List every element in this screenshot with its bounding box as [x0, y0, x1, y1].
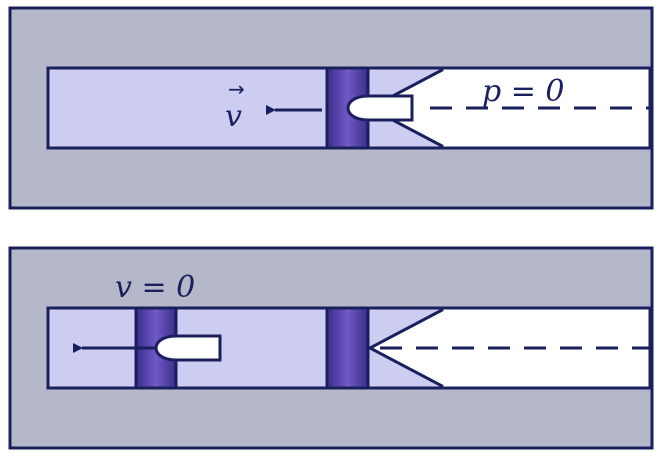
top-velocity-label: v: [225, 99, 242, 134]
bottom-cone-outline: [366, 308, 444, 388]
bottom-velocity-label: v = 0: [115, 270, 195, 305]
top-velocity-vector-mark: →: [228, 77, 245, 101]
top-pressure-label: p = 0: [482, 74, 565, 109]
bottom-panel: v = 0: [8, 246, 654, 450]
top-panel: v → p = 0: [8, 6, 654, 210]
bottom-projectile: [154, 334, 222, 362]
bottom-piston-stationary: [325, 306, 370, 390]
top-projectile: [346, 94, 414, 122]
